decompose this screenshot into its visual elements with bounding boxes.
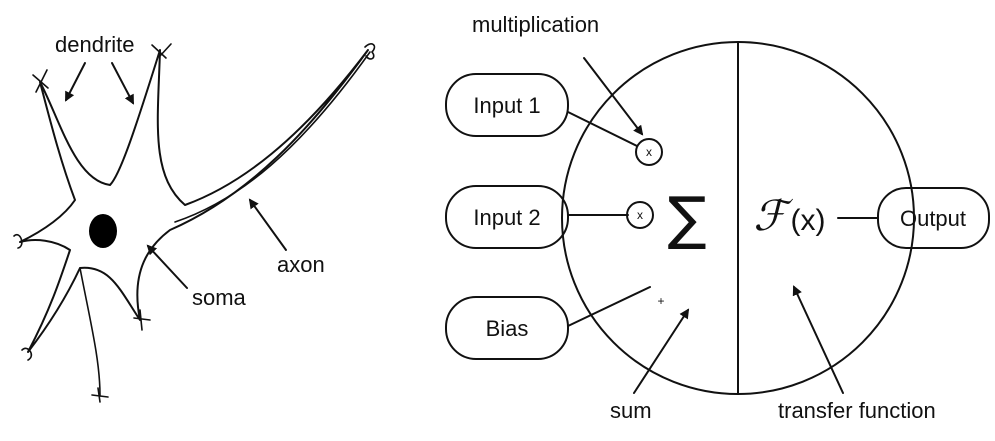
input-2-label: Input 2 (473, 205, 540, 230)
sum-label: sum (610, 398, 652, 423)
neuron-illustration: dendrite soma axon (13, 32, 376, 403)
neuron-body-outline (19, 49, 369, 353)
soma-label: soma (192, 285, 247, 310)
transfer-argument: (x) (791, 204, 826, 237)
output-label: Output (900, 206, 966, 231)
plus-symbol: + (657, 294, 664, 308)
dendrite-tip-3 (13, 233, 23, 249)
dendrite-branch-lower (79, 267, 101, 396)
transfer-symbol: ℱ (753, 191, 793, 240)
multiply-node-1 (635, 138, 663, 166)
dendrite-tip-2 (151, 43, 172, 59)
multiplication-label: multiplication (472, 12, 599, 37)
dendrite-arrow-left (65, 62, 86, 102)
dendrite-label: dendrite (55, 32, 135, 57)
input-1-label: Input 1 (473, 93, 540, 118)
transfer-function-arrow (792, 285, 844, 394)
axon-label: axon (277, 252, 325, 277)
bias-connector (567, 286, 651, 327)
input-1-box (445, 73, 569, 137)
axon-arrow (248, 198, 287, 251)
sum-symbol: ∑ (667, 184, 706, 252)
multiply-node-2 (626, 201, 654, 229)
sum-arrow (633, 308, 690, 394)
axon-line-inner (174, 51, 371, 223)
multiplication-arrow (583, 57, 644, 136)
bias-label: Bias (486, 316, 529, 341)
soma-arrow (146, 244, 188, 289)
perceptron-diagram: Input 1 Input 2 Bias x x + ∑ ℱ (x) Outpu… (445, 12, 990, 423)
dendrite-tip-4 (21, 347, 33, 361)
input-1-connector (567, 111, 638, 147)
axon-terminal (364, 43, 376, 60)
multiply-symbol-1: x (646, 145, 652, 159)
dendrite-tip-5 (133, 309, 151, 331)
dendrite-tip-6 (91, 387, 109, 403)
input-2-box (445, 185, 569, 249)
nucleus (89, 214, 117, 248)
transfer-function-label: transfer function (778, 398, 936, 423)
bias-box (445, 296, 569, 360)
dendrite-arrow-right (111, 62, 134, 105)
multiply-symbol-2: x (637, 208, 643, 222)
dendrite-tip-1 (32, 69, 49, 93)
output-box (877, 187, 990, 249)
